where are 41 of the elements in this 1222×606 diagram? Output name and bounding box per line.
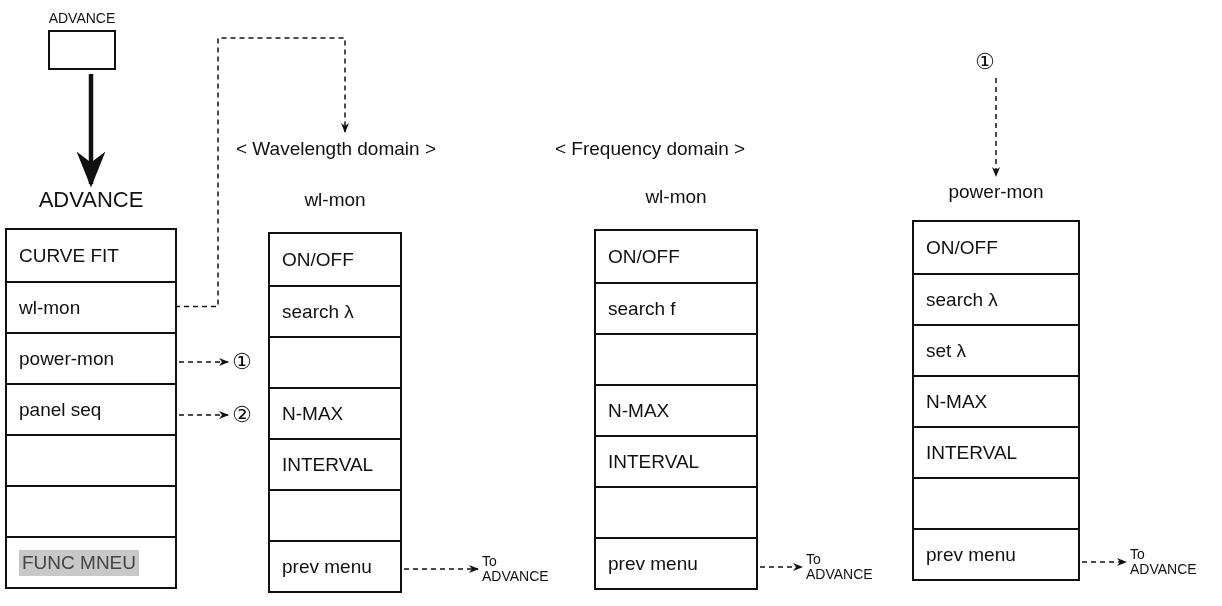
circled-number: ① xyxy=(975,50,995,74)
domain-heading: < Wavelength domain > xyxy=(236,138,436,160)
softkey-item: ON/OFF xyxy=(596,231,756,282)
return-target-label: To ADVANCE xyxy=(806,552,873,582)
softkey-item: set λ xyxy=(914,324,1078,375)
softkey-item: search f xyxy=(596,282,756,333)
softkey-item: search λ xyxy=(270,285,400,336)
menu-title: wl-mon xyxy=(645,185,707,209)
softkey-item: INTERVAL xyxy=(596,435,756,486)
softkey-item: ON/OFF xyxy=(914,222,1078,273)
dashed-arrow xyxy=(403,565,479,573)
softkey-item: prev menu xyxy=(270,540,400,591)
arrow xyxy=(76,74,106,188)
domain-heading: < Frequency domain > xyxy=(555,138,746,160)
dashed-arrow xyxy=(178,411,229,419)
softkey-item: N-MAX xyxy=(596,384,756,435)
softkey-item: N-MAX xyxy=(270,387,400,438)
menu-title: ADVANCE xyxy=(38,188,144,212)
circled-number: ② xyxy=(232,403,252,427)
return-target-label: To ADVANCE xyxy=(1130,547,1197,577)
dashed-arrow xyxy=(759,563,803,571)
softkey-item: ON/OFF xyxy=(270,234,400,285)
menu-title: power-mon xyxy=(948,180,1044,204)
softkey-item: INTERVAL xyxy=(914,426,1078,477)
softkey-item: power-mon xyxy=(7,332,175,383)
return-target-label: To ADVANCE xyxy=(482,554,549,584)
softkey-item: wl-mon xyxy=(7,281,175,332)
dashed-arrow xyxy=(992,77,1000,177)
softkey-item: INTERVAL xyxy=(270,438,400,489)
softkey-item: FUNC MNEU xyxy=(7,536,175,587)
softkey-item: prev menu xyxy=(596,537,756,588)
key-label: ADVANCE xyxy=(48,10,116,26)
softkey-item: CURVE FIT xyxy=(7,230,175,281)
dashed-arrow xyxy=(178,358,229,366)
circled-number: ① xyxy=(232,350,252,374)
dashed-arrow xyxy=(1081,558,1127,566)
softkey-item: panel seq xyxy=(7,383,175,434)
softkey-item: search λ xyxy=(914,273,1078,324)
menu-title: wl-mon xyxy=(304,188,366,212)
softkey-item: N-MAX xyxy=(914,375,1078,426)
softkey-item: prev menu xyxy=(914,528,1078,579)
